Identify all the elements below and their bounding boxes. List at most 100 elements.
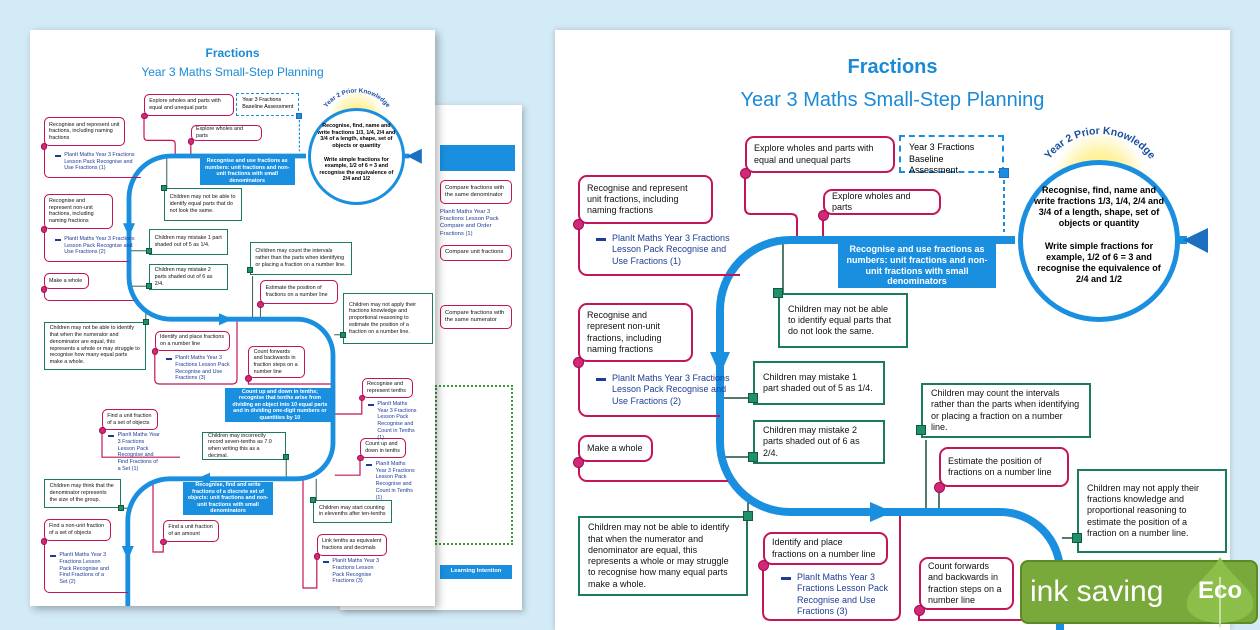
step-box: Find a unit fraction of an amount [163, 520, 219, 542]
eco-label: Eco [1197, 577, 1242, 604]
step-marker [40, 538, 48, 545]
resource-link-text[interactable]: PlanIt Maths Year 3 Fractions Lesson Pac… [797, 572, 889, 616]
resource-link[interactable]: PlanIt Maths Year 3 Fractions Lesson Pac… [49, 552, 110, 586]
resource-link[interactable]: PlanIt Maths Year 3 Fractions Lesson Pac… [596, 233, 731, 267]
resource-link[interactable]: PlanIt Maths Year 3 Fractions Lesson Pac… [108, 432, 162, 473]
step-connector [302, 480, 318, 589]
step-marker [141, 112, 148, 120]
resource-link-text[interactable]: PlanIt Maths Year 3 Fractions Lesson Pac… [59, 552, 109, 585]
resource-link[interactable]: PlanIt Maths Year 3 Fractions Lesson Pac… [54, 235, 136, 256]
step-marker [160, 538, 167, 546]
step-box: Estimate the position of fractions on a … [260, 280, 339, 305]
resource-link-text[interactable]: PlanIt Maths Year 3 Fractions Lesson Pac… [117, 432, 160, 472]
step-marker [257, 301, 264, 308]
document-subtitle: Year 3 Maths Small-Step Planning [740, 89, 1045, 111]
step-marker [40, 286, 48, 293]
step-bracket [43, 541, 128, 593]
misconception-marker [1072, 533, 1082, 543]
step-marker [358, 394, 366, 402]
theme-label [440, 145, 515, 171]
step-box: Explore wholes and parts with equal and … [745, 136, 895, 173]
step-marker [99, 427, 106, 434]
misconception-box: Children may mistake 1 part shaded out o… [753, 361, 885, 405]
resource-link[interactable]: PlanIt Maths Year 3 Fractions Lesson Pac… [54, 151, 136, 172]
resource-dash-icon [596, 378, 606, 381]
misconception-marker [340, 331, 347, 338]
arrow-down-icon [121, 546, 134, 560]
resource-link-text[interactable]: PlanIt Maths Year 3 Fractions Lesson Pac… [612, 373, 730, 406]
misconception-box: Children may not be able to identify tha… [578, 516, 748, 596]
resource-link-text[interactable]: PlanIt Maths Year 3 Fractions Lesson Pac… [64, 235, 135, 256]
resource-link[interactable]: PlanIt Maths Year 3 Fractions Lesson Pac… [781, 572, 896, 617]
misconception-box: Children may not apply their fractions k… [343, 293, 434, 344]
step-box: Recognise and represent non-unit fractio… [578, 303, 693, 362]
step-connector [152, 480, 164, 553]
arrow-down-icon [710, 352, 730, 375]
resource-dash-icon [49, 555, 56, 557]
step-box: Make a whole [43, 273, 89, 290]
resource-link-text[interactable]: PlanIt Maths Year 3 Fractions Lesson Pac… [612, 233, 730, 266]
step-bracket [43, 229, 129, 263]
baseline-marker [296, 112, 303, 119]
resource-link-text[interactable]: PlanIt Maths Year 3 Fractions Lesson Pac… [332, 558, 380, 585]
step-box: Count forwards and backwards in fraction… [919, 557, 1014, 610]
step-connector [744, 173, 798, 240]
step-box: Compare fractions with the same numerato… [440, 305, 512, 329]
misconception-box: Children may not be able to identify tha… [43, 321, 146, 370]
prior-knowledge-arc-heading: Year 2 Prior Knowledge [1042, 125, 1157, 162]
resource-link[interactable]: PlanIt Maths Year 3 Fractions Lesson Pac… [440, 209, 499, 237]
baseline-assessment-box[interactable]: Year 3 Fractions Baseline Assessment [899, 135, 1004, 175]
step-marker [818, 210, 829, 221]
misconception-marker [748, 452, 758, 462]
misconception-box: Children may not apply their fractions k… [1077, 469, 1227, 553]
step-box: Find a unit fraction of a set of objects [102, 409, 158, 431]
step-box: Compare unit fractions [440, 245, 512, 261]
theme-label: Recognise and use fractions as numbers: … [199, 157, 295, 185]
flag-start-icon [1183, 228, 1208, 253]
step-marker [573, 357, 584, 368]
step-marker [187, 138, 195, 145]
baseline-marker [999, 168, 1009, 178]
step-box: Compare fractions with the same denomina… [440, 180, 512, 204]
flag-start-icon [406, 148, 422, 164]
resource-dash-icon [366, 463, 372, 466]
resource-dash-icon [54, 154, 61, 157]
misconception-marker [160, 184, 167, 191]
step-connector [762, 516, 901, 621]
step-box: Find a non-unit fraction of a set of obj… [43, 519, 111, 542]
misconception-marker [118, 505, 125, 512]
step-box: Estimate the position of fractions on a … [939, 447, 1069, 487]
journey-line [125, 153, 336, 606]
misconception-box: Children may think that the denominator … [43, 478, 122, 509]
prior-knowledge-text: Write simple fractions for example, 1/2 … [1037, 240, 1161, 284]
resource-link-text[interactable]: PlanIt Maths Year 3 Fractions Lesson Pac… [377, 400, 417, 441]
svg-text:Year 2 Prior Knowledge: Year 2 Prior Knowledge [1042, 125, 1157, 162]
resource-dash-icon [108, 435, 114, 437]
resource-link-text[interactable]: PlanIt Maths Year 3 Fractions Lesson Pac… [64, 151, 135, 172]
document-title: Fractions [847, 56, 938, 78]
misconception-box: Children may mistake 2 parts shaded out … [148, 264, 228, 291]
step-bracket [43, 289, 134, 302]
resource-link[interactable]: PlanIt Maths Year 3 Fractions Lesson Pac… [322, 558, 383, 585]
misconception-marker [142, 318, 149, 325]
step-bracket [578, 462, 728, 482]
misconception-marker [283, 454, 290, 461]
svg-text:Year 2 Prior Knowledge: Year 2 Prior Knowledge [323, 87, 392, 109]
resource-link-text[interactable]: PlanIt Maths Year 3 Fractions Lesson Pac… [375, 460, 415, 501]
baseline-assessment-box[interactable]: Year 3 Fractions Baseline Assessment [236, 93, 300, 116]
misconception-marker [310, 496, 317, 503]
resource-dash-icon [54, 238, 61, 241]
step-box: Explore wholes and parts with equal and … [144, 93, 234, 116]
arrow-right-icon [870, 502, 893, 522]
resource-link[interactable]: PlanIt Maths Year 3 Fractions Lesson Pac… [165, 355, 235, 382]
resource-dash-icon [367, 403, 374, 406]
misconception-marker [773, 288, 783, 298]
resource-link[interactable]: PlanIt Maths Year 3 Fractions Lesson Pac… [366, 461, 417, 502]
resource-link[interactable]: PlanIt Maths Year 3 Fractions Lesson Pac… [367, 400, 419, 442]
learning-intention-label: Learning Intention [440, 565, 512, 579]
resource-link[interactable]: PlanIt Maths Year 3 Fractions Lesson Pac… [596, 373, 731, 407]
resource-link-text[interactable]: PlanIt Maths Year 3 Fractions Lesson Pac… [175, 355, 230, 382]
step-box: Count forwards and backwards in fraction… [248, 346, 306, 378]
misconception-box: Children may not be able to identify equ… [778, 293, 908, 348]
